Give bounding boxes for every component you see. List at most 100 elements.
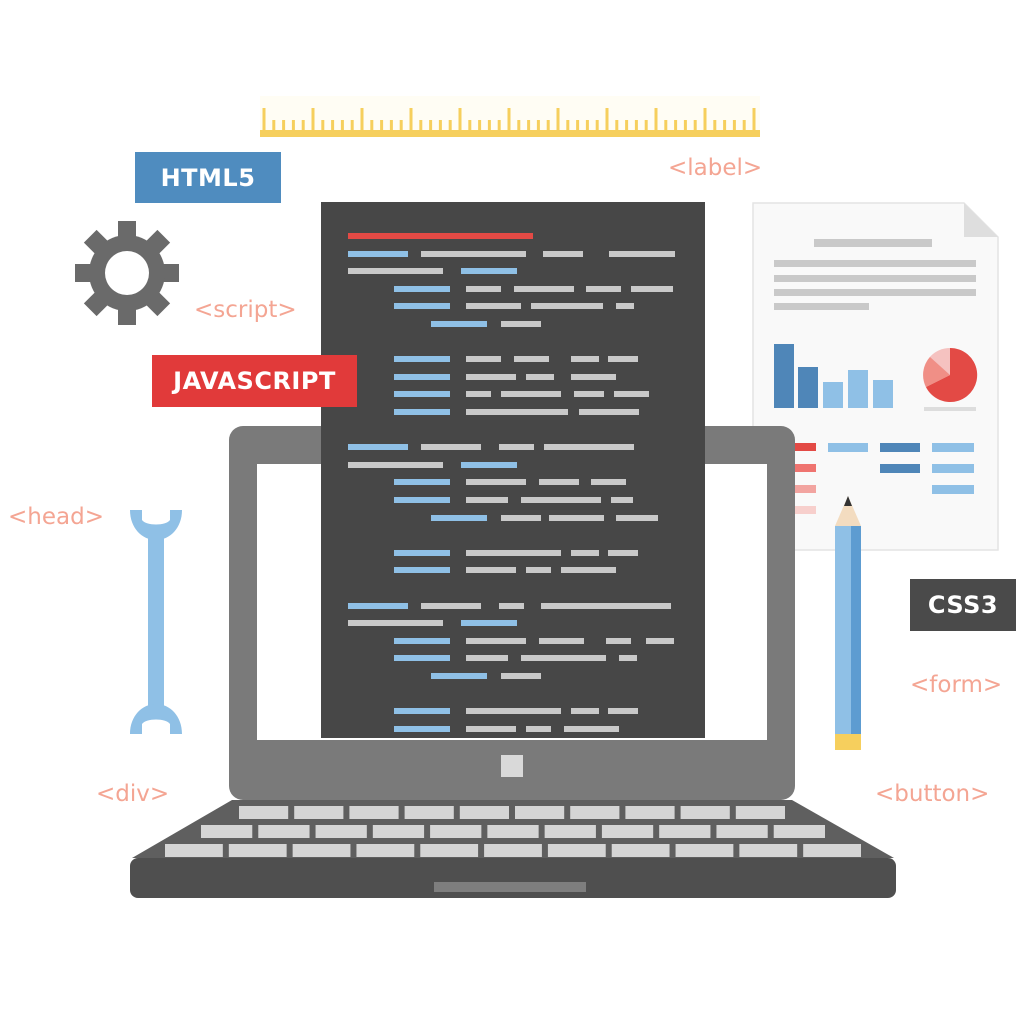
code-line-segment bbox=[521, 497, 601, 503]
code-line-segment bbox=[611, 497, 633, 503]
code-line-segment bbox=[466, 549, 561, 556]
code-line-segment bbox=[394, 356, 450, 363]
code-line-segment bbox=[619, 655, 637, 662]
code-line-segment bbox=[526, 567, 551, 574]
code-line-segment bbox=[466, 567, 516, 574]
pie-chart-icon bbox=[923, 347, 978, 411]
code-line-segment bbox=[501, 514, 541, 521]
code-line-segment bbox=[574, 391, 604, 398]
code-line-segment bbox=[431, 673, 487, 679]
label-tag: <label> bbox=[668, 155, 763, 181]
code-line-segment bbox=[521, 655, 606, 662]
code-line-segment bbox=[564, 725, 619, 732]
head-tag: <head> bbox=[8, 504, 104, 530]
code-line-segment bbox=[531, 303, 603, 310]
code-line-segment bbox=[348, 268, 443, 275]
script-tag: <script> bbox=[194, 297, 297, 323]
code-line-segment bbox=[348, 461, 443, 468]
code-line-segment bbox=[501, 321, 541, 327]
code-line-segment bbox=[544, 444, 634, 451]
code-line-segment bbox=[348, 233, 533, 239]
gear-icon bbox=[75, 221, 179, 325]
code-line-segment bbox=[571, 373, 616, 380]
code-line-segment bbox=[466, 637, 526, 644]
code-line-segment bbox=[499, 444, 534, 451]
code-line-segment bbox=[394, 567, 450, 574]
css3-badge: CSS3 bbox=[910, 579, 1016, 631]
code-line-segment bbox=[561, 567, 616, 574]
code-line-segment bbox=[466, 373, 516, 380]
code-line-segment bbox=[394, 303, 450, 310]
pencil-icon bbox=[835, 496, 861, 750]
code-line-segment bbox=[609, 250, 675, 257]
code-line-segment bbox=[348, 620, 443, 627]
button-tag: <button> bbox=[875, 781, 990, 807]
div-tag: <div> bbox=[96, 781, 170, 807]
code-line-segment bbox=[394, 373, 450, 380]
code-line-segment bbox=[501, 673, 541, 679]
code-line-segment bbox=[466, 725, 516, 732]
code-line-segment bbox=[394, 725, 450, 732]
code-line-segment bbox=[461, 268, 517, 275]
form-tag: <form> bbox=[910, 672, 1003, 698]
code-line-segment bbox=[394, 497, 450, 503]
code-line-segment bbox=[579, 409, 639, 415]
code-line-segment bbox=[466, 497, 508, 503]
code-line-segment bbox=[466, 655, 508, 662]
code-line-segment bbox=[394, 479, 450, 486]
code-line-segment bbox=[394, 549, 450, 556]
code-line-segment bbox=[466, 409, 568, 415]
code-line-segment bbox=[394, 391, 450, 398]
code-line-segment bbox=[466, 391, 491, 398]
code-line-segment bbox=[608, 549, 638, 556]
code-line-segment bbox=[394, 285, 450, 292]
code-line-segment bbox=[421, 444, 481, 451]
code-line-segment bbox=[514, 285, 574, 292]
code-line-segment bbox=[466, 356, 501, 363]
bar-chart-icon bbox=[774, 344, 893, 408]
javascript-badge: JAVASCRIPT bbox=[152, 355, 357, 407]
code-line-segment bbox=[394, 409, 450, 415]
code-line-segment bbox=[608, 356, 638, 363]
code-line-segment bbox=[466, 303, 521, 310]
code-line-segment bbox=[431, 514, 487, 521]
code-line-segment bbox=[591, 479, 626, 486]
code-line-segment bbox=[348, 250, 408, 257]
code-line-segment bbox=[461, 461, 517, 468]
code-line-segment bbox=[616, 303, 634, 310]
code-line-segment bbox=[431, 321, 487, 327]
code-line-segment bbox=[539, 637, 584, 644]
code-line-segment bbox=[526, 373, 554, 380]
code-line-segment bbox=[394, 655, 450, 662]
code-line-segment bbox=[466, 285, 501, 292]
code-line-segment bbox=[539, 479, 579, 486]
code-line-segment bbox=[543, 250, 583, 257]
code-line-segment bbox=[421, 250, 526, 257]
code-line-segment bbox=[541, 602, 671, 609]
code-line-segment bbox=[614, 391, 649, 398]
code-editor-panel bbox=[321, 202, 705, 738]
code-line-segment bbox=[616, 514, 658, 521]
code-line-segment bbox=[461, 620, 517, 627]
code-line-segment bbox=[466, 708, 561, 715]
code-line-segment bbox=[631, 285, 673, 292]
code-line-segment bbox=[348, 602, 408, 609]
ruler-icon bbox=[260, 96, 760, 137]
code-line-segment bbox=[646, 637, 674, 644]
code-line-segment bbox=[526, 725, 551, 732]
code-line-segment bbox=[514, 356, 549, 363]
code-line-segment bbox=[466, 479, 526, 486]
code-line-segment bbox=[421, 602, 481, 609]
html5-badge: HTML5 bbox=[135, 152, 281, 203]
code-line-segment bbox=[501, 391, 561, 398]
code-line-segment bbox=[608, 708, 638, 715]
code-line-segment bbox=[549, 514, 604, 521]
code-line-segment bbox=[606, 637, 631, 644]
document-icon bbox=[752, 202, 999, 551]
code-line-segment bbox=[499, 602, 524, 609]
code-line-segment bbox=[348, 444, 408, 451]
code-line-segment bbox=[571, 549, 599, 556]
wrench-icon bbox=[130, 510, 182, 734]
code-line-segment bbox=[394, 708, 450, 715]
